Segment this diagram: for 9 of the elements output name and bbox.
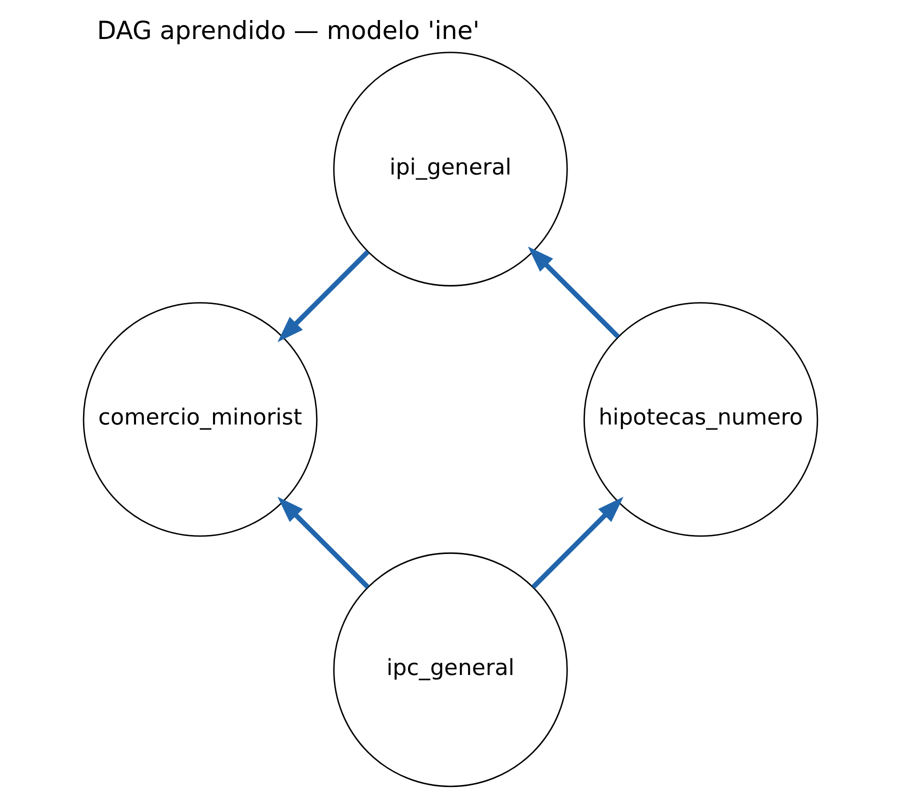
node-circle: comercio_minorist xyxy=(82,302,317,537)
node-circle: ipi_general xyxy=(332,52,568,286)
arrow xyxy=(527,246,620,338)
node-circle: hipotecas_numero xyxy=(583,302,818,537)
arrow xyxy=(530,496,623,589)
arrow xyxy=(277,496,370,589)
arrow xyxy=(277,250,370,342)
node-circle: ipc_general xyxy=(332,552,568,788)
diagram-title: DAG aprendido — modelo 'ine' xyxy=(96,16,480,46)
